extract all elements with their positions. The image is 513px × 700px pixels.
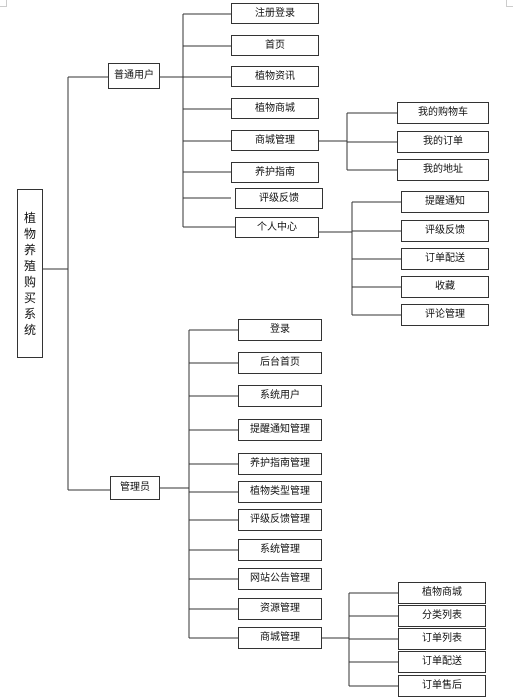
- root-node: 植 物 养 殖 购 买 系 统: [17, 189, 43, 358]
- user-item-mall-manage: 商城管理: [231, 130, 319, 151]
- root-char: 统: [23, 322, 36, 337]
- user-role-node: 普通用户: [108, 63, 160, 89]
- user-center-sub-favorites: 收藏: [401, 276, 489, 298]
- user-item-register: 注册登录: [231, 3, 319, 24]
- user-item-plant-mall: 植物商城: [231, 98, 319, 119]
- user-item-plant-news: 植物资讯: [231, 66, 319, 87]
- admin-item-plant-type-manage: 植物类型管理: [238, 481, 322, 503]
- user-center-sub-feedback: 评级反馈: [401, 220, 489, 242]
- user-item-feedback: 评级反馈: [235, 188, 323, 209]
- admin-item-announcement-manage: 网站公告管理: [238, 568, 322, 590]
- user-item-home: 首页: [231, 35, 319, 56]
- corner-mark-top-left: [0, 0, 7, 7]
- admin-item-notice-manage: 提醒通知管理: [238, 419, 322, 441]
- admin-item-login: 登录: [238, 319, 322, 341]
- admin-role-node: 管理员: [110, 476, 160, 500]
- admin-item-care-guide-manage: 养护指南管理: [238, 453, 322, 475]
- user-item-personal-center: 个人中心: [235, 217, 319, 238]
- root-char: 系: [23, 306, 36, 321]
- corner-mark-top-right: [506, 0, 513, 7]
- user-mall-sub-address: 我的地址: [397, 159, 489, 181]
- admin-item-dashboard: 后台首页: [238, 352, 322, 374]
- admin-item-system-users: 系统用户: [238, 385, 322, 407]
- root-char: 养: [23, 242, 36, 257]
- user-center-sub-notice: 提醒通知: [401, 191, 489, 213]
- user-mall-sub-orders: 我的订单: [397, 131, 489, 153]
- user-item-care-guide: 养护指南: [231, 162, 319, 183]
- admin-mall-sub-plant-mall: 植物商城: [398, 582, 486, 604]
- root-char: 买: [23, 290, 36, 305]
- admin-item-resource-manage: 资源管理: [238, 598, 322, 620]
- admin-item-mall-manage: 商城管理: [238, 627, 322, 649]
- root-char: 殖: [23, 258, 36, 273]
- admin-mall-sub-category-list: 分类列表: [398, 605, 486, 627]
- user-center-sub-delivery: 订单配送: [401, 248, 489, 270]
- root-char: 物: [23, 226, 36, 241]
- user-mall-sub-cart: 我的购物车: [397, 102, 489, 124]
- root-char: 植: [23, 210, 36, 225]
- admin-mall-sub-delivery: 订单配送: [398, 651, 486, 673]
- admin-item-feedback-manage: 评级反馈管理: [238, 509, 322, 531]
- root-char: 购: [23, 274, 36, 289]
- admin-mall-sub-order-list: 订单列表: [398, 628, 486, 650]
- user-center-sub-comments: 评论管理: [401, 304, 489, 326]
- admin-mall-sub-after-sales: 订单售后: [398, 675, 486, 697]
- admin-item-system-manage: 系统管理: [238, 539, 322, 561]
